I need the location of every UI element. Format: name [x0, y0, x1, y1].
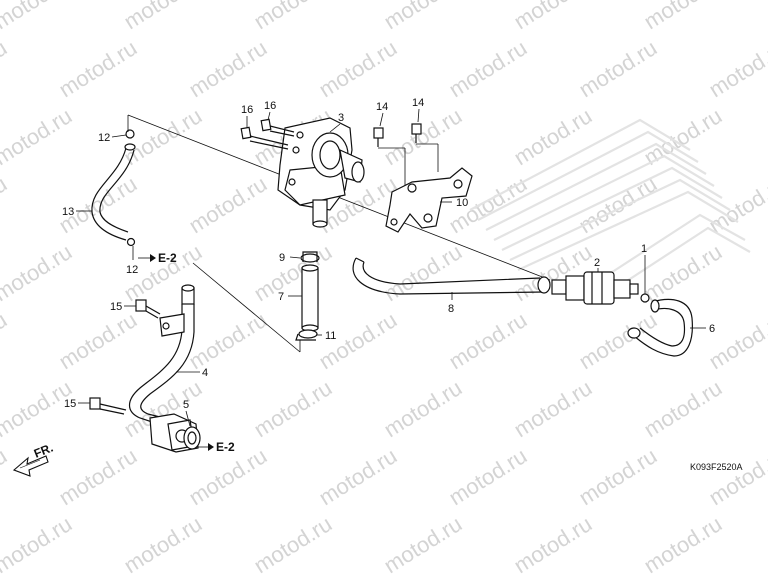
watermark-text: motod.ru [379, 103, 466, 170]
callout-8: 8 [448, 303, 454, 315]
callout-9: 9 [279, 252, 285, 264]
catalog-code: K093F2520A [690, 462, 743, 472]
watermark-text: motod.ru [509, 103, 596, 170]
watermark-text: motod.ru [314, 443, 401, 510]
brand-wing-logo [469, 118, 751, 293]
part-5-gasket [183, 426, 201, 450]
watermark-text: motod.ru [639, 511, 726, 576]
callout-12-bottom: 12 [126, 264, 138, 276]
callout-13: 13 [62, 206, 74, 218]
watermark-text: motod.ru [184, 171, 271, 238]
reference-e2-bottom: E-2 [216, 440, 235, 454]
watermark-text: motod.ru [704, 307, 768, 374]
watermark-text: motod.ru [54, 443, 141, 510]
reference-markers: E-2 E-2 [138, 251, 235, 454]
watermark-text: motod.ru [314, 35, 401, 102]
watermark-text: motod.ru [119, 0, 206, 34]
watermark-text: motod.ru [444, 443, 531, 510]
callout-leaders [76, 108, 706, 427]
callout-7: 7 [278, 291, 284, 303]
callout-3: 3 [338, 112, 344, 124]
watermark-text: motod.ru [444, 307, 531, 374]
watermark-text: motod.ru [444, 35, 531, 102]
callout-15-top: 15 [110, 301, 122, 313]
callout-labels: 12 13 12 16 16 3 14 14 10 9 7 11 8 2 1 6… [62, 97, 715, 411]
callout-1: 1 [641, 243, 647, 255]
watermark-text: motod.ru [574, 35, 661, 102]
part-6-hose [627, 293, 693, 357]
watermark-text: motod.ru [0, 171, 11, 238]
callout-14-left: 14 [376, 101, 388, 113]
callout-16-left: 16 [241, 104, 253, 116]
callout-14-right: 14 [412, 97, 424, 109]
watermark-text: motod.ru [184, 35, 271, 102]
callout-16-right: 16 [264, 100, 276, 112]
watermark-text: motod.ru [509, 375, 596, 442]
watermark-text: motod.ru [704, 171, 768, 238]
callout-5: 5 [183, 399, 189, 411]
reference-e2-top: E-2 [158, 251, 177, 265]
callout-15-bottom: 15 [64, 398, 76, 410]
watermark-text: motod.ru [379, 375, 466, 442]
callout-4: 4 [202, 367, 208, 379]
part-7-short-hose [295, 251, 320, 341]
watermark-text: motod.ru [249, 375, 336, 442]
watermark-text: motod.ru [0, 35, 11, 102]
watermark-text: motod.ru [0, 307, 11, 374]
watermark-text: motod.ru [0, 0, 76, 34]
watermark-text: motod.ru [574, 443, 661, 510]
watermark-text: motod.ru [0, 239, 76, 306]
watermark-text: motod.ru [509, 511, 596, 576]
part-10-bracket [385, 167, 473, 233]
part-15-bolts [89, 299, 161, 415]
watermark-text: motod.ru [249, 511, 336, 576]
callout-6: 6 [709, 323, 715, 335]
watermark-text: motod.ru [54, 307, 141, 374]
watermark-text: motod.ru [639, 0, 726, 34]
direction-label: FR. [32, 441, 55, 461]
watermark-text: motod.ru [0, 103, 76, 170]
watermark-text: motod.ru [639, 375, 726, 442]
callout-2: 2 [594, 257, 600, 269]
watermark-text: motod.ru [249, 0, 336, 34]
watermark-text: motod.ru [574, 307, 661, 374]
watermark-text: motod.ru [54, 35, 141, 102]
watermark-text: motod.ru [379, 0, 466, 34]
part-3-valve-assembly [277, 117, 365, 228]
watermark-text: motod.ru [704, 443, 768, 510]
callout-10: 10 [456, 197, 468, 209]
watermark-text: motod.ru [0, 511, 76, 576]
watermark-text: motod.ru [54, 171, 141, 238]
part-13-hose [91, 129, 136, 247]
part-16-bolts [240, 118, 295, 150]
part-8-hose [352, 257, 551, 295]
watermark-text: motod.ru [119, 511, 206, 576]
watermark-text: motod.ru [704, 35, 768, 102]
watermark-text: motod.ru [379, 239, 466, 306]
watermark-text: motod.ru [639, 239, 726, 306]
part-14-bolts [373, 123, 439, 185]
front-direction-arrow-icon: FR. [12, 441, 55, 477]
watermark-text: motod.ru [574, 171, 661, 238]
watermark-text: motod.ru [509, 0, 596, 34]
watermark-text: motod.ru [379, 511, 466, 576]
part-2-check-valve [551, 271, 639, 305]
callout-11: 11 [325, 330, 336, 342]
callout-12-top: 12 [98, 132, 110, 144]
watermark-text: motod.ru [0, 443, 11, 510]
